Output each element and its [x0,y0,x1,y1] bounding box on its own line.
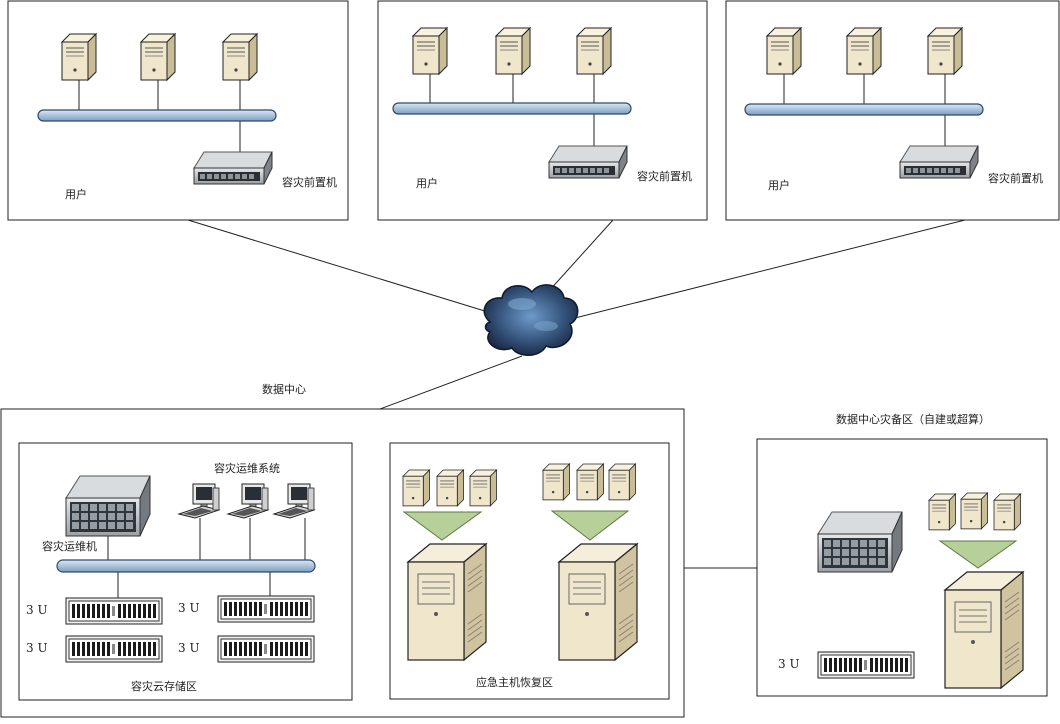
rack-server-icon [193,151,273,185]
storage-array-icon [217,595,315,623]
rack-unit-label: 3 U [26,603,48,617]
server-tower-icon [928,493,956,531]
front-end-label: 容灾前置机 [282,175,337,189]
server-tower-icon [576,27,612,75]
ops-machine-label: 容灾运维机 [42,539,97,553]
mainframe-icon [944,571,1024,689]
user-label: 用户 [768,178,790,192]
lan-bus [392,102,632,115]
server-tower-icon [960,492,988,530]
server-tower-icon [412,27,448,75]
server-tower-icon [469,469,497,507]
server-tower-icon [766,27,802,75]
branch-box-3: 用户 容灾前置机 [725,0,1060,221]
consolidation-funnel [402,511,483,541]
front-end-label: 容灾前置机 [637,169,692,183]
backup-box: 3 U [756,438,1048,697]
server-tower-icon [927,27,963,75]
storage-zone-label: 容灾云存储区 [131,679,197,693]
rack-unit-label: 3 U [178,641,200,655]
datacenter-title: 数据中心 [262,382,306,396]
user-label: 用户 [416,176,438,190]
server-tower-icon [61,33,97,81]
cloud-icon [483,284,579,356]
lan-bus [56,559,316,573]
server-tower-icon [222,33,258,81]
storage-array-icon [65,597,163,625]
server-tower-icon [542,463,570,501]
mainframe-icon [407,543,487,661]
storage-array-icon [65,635,163,663]
recovery-zone-label: 应急主机恢复区 [476,675,553,689]
server-tower-icon [402,469,430,507]
server-tower-icon [495,27,531,75]
rack-unit-label: 3 U [26,641,48,655]
server-tower-icon [140,33,176,81]
storage-zone: 容灾运维系统 容灾运维机 3 U 3 U 3 U 3 U 容灾 [18,442,353,701]
rack-unit-label: 3 U [178,601,200,615]
rack-server-icon [548,145,628,179]
backup-title: 数据中心灾备区（自建或超算） [836,412,990,426]
wan-links [187,219,966,579]
server-tower-icon [436,469,464,507]
server-tower-icon [993,493,1021,531]
front-end-label: 容灾前置机 [988,171,1043,185]
branch-box-2: 用户 容灾前置机 [377,0,708,221]
rack-server-icon [899,145,979,179]
datacenter-box: 容灾运维系统 容灾运维机 3 U 3 U 3 U 3 U 容灾 [0,408,685,718]
mainframe-icon [558,543,638,661]
storage-array-icon [217,635,315,663]
lan-bus [37,109,277,122]
rack-server-icon [817,511,903,573]
user-label: 用户 [65,187,87,201]
server-tower-icon [608,463,636,501]
consolidation-funnel [550,510,630,541]
server-tower-icon [576,463,604,501]
server-tower-icon [846,27,882,75]
lan-bus [744,103,984,116]
storage-array-icon [817,651,915,679]
ops-system-label: 容灾运维系统 [214,461,280,475]
consolidation-funnel [938,540,1018,569]
recovery-zone: 应急主机恢复区 [389,442,670,700]
ops-rack-server-icon [65,475,151,537]
rack-unit-label: 3 U [778,657,800,671]
branch-box-1: 用户 容灾前置机 [7,0,349,221]
